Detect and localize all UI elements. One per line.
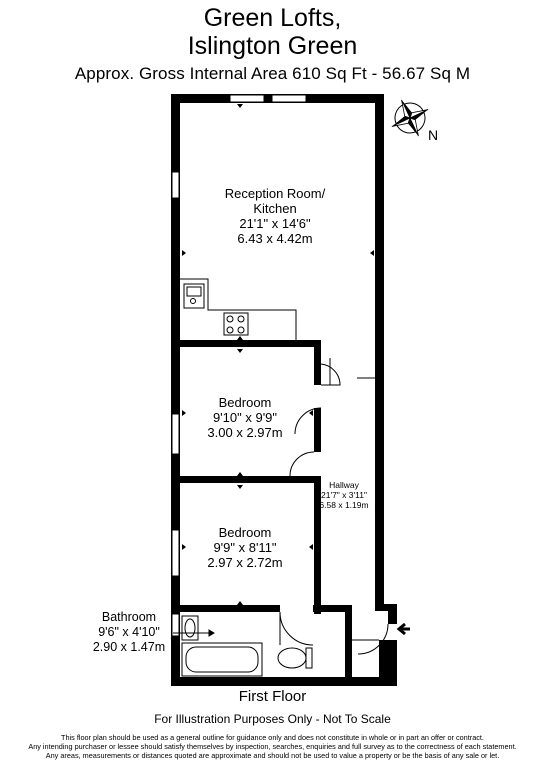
interior-walls [180,340,352,677]
title-line-1: Green Lofts, [203,4,342,32]
hallway-label: Hallway 21'7" x 3'11" 6.58 x 1.19m [319,480,369,510]
doors [279,358,389,655]
bedroom-1-label: Bedroom 9'10" x 9'9" 3.00 x 2.97m [207,395,283,440]
illustration-note: For Illustration Purposes Only - Not To … [154,712,391,726]
bedroom-2-label: Bedroom 9'9" x 8'11" 2.97 x 2.72m [207,525,283,570]
kitchen-counter [180,278,297,340]
compass-icon [391,99,429,137]
outer-walls [171,94,397,686]
windows [171,94,307,637]
entrance-arrow [396,622,410,636]
dimension-ticks [182,104,374,605]
toilet [305,647,313,669]
floor-label: First Floor [238,688,307,705]
bathroom-fittings [173,615,313,677]
disclaimer-line-2: Any intending purchaser or lessee should… [28,742,517,751]
title-line-2: Islington Green [187,32,358,60]
compass-north-label: N [428,127,438,143]
wash-basin [181,615,199,641]
bathroom-label: Bathroom 9'6" x 4'10" 2.90 x 1.47m [92,610,166,654]
disclaimer-line-3: Any areas, measurements or distances quo… [45,751,500,760]
disclaimer-line-1: This floor plan should be used as a gene… [61,733,484,742]
reception-label: Reception Room/ Kitchen 21'1" x 14'6" 6.… [224,186,326,246]
gross-internal-area: Approx. Gross Internal Area 610 Sq Ft - … [74,64,471,83]
bathtub [181,642,263,677]
